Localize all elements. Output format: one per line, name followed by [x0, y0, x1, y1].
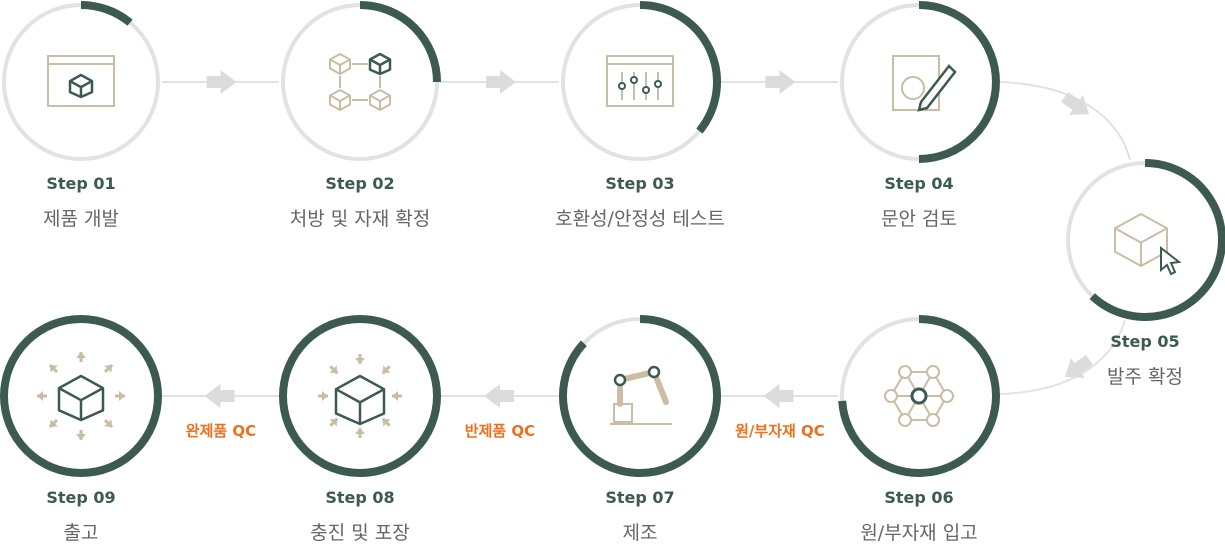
step-label: 제조	[622, 522, 658, 544]
progress-arc	[639, 1, 721, 134]
progress-arc	[559, 315, 721, 477]
qc-label-finished: 완제품 QC	[185, 422, 257, 440]
step-number: Step 03	[605, 174, 675, 193]
progress-arc	[0, 315, 162, 477]
arrow-left-icon	[763, 384, 794, 408]
step-number: Step 02	[325, 174, 395, 193]
molecule-icon	[884, 365, 954, 427]
qc-label-semi-finished: 반제품 QC	[464, 422, 536, 440]
step-number: Step 07	[605, 488, 675, 507]
step-number: Step 08	[325, 488, 395, 507]
step-9-circle	[0, 315, 162, 477]
step-5-circle	[1066, 159, 1225, 321]
progress-arc	[359, 1, 441, 83]
qc-label-materials: 원/부자재 QC	[735, 422, 825, 440]
step-label: 문안 검토	[881, 208, 957, 230]
robot-arm-icon	[610, 365, 672, 425]
progress-arc	[838, 315, 1000, 477]
step-7-circle	[559, 315, 721, 477]
packing-box-icon	[318, 354, 402, 438]
step-label: 제품 개발	[43, 208, 119, 230]
document-pen-icon	[892, 55, 957, 112]
shipping-box-icon	[37, 352, 125, 440]
step-8-circle	[279, 315, 441, 477]
arrow-left-icon	[484, 384, 514, 408]
step-6-circle	[838, 315, 1000, 477]
progress-arc	[918, 1, 1000, 163]
progress-arc	[80, 1, 133, 26]
slider-window-icon	[606, 55, 674, 107]
step-number: Step 04	[884, 174, 954, 193]
step-3-circle	[561, 1, 721, 161]
arrow-right-icon	[765, 70, 796, 94]
browser-box-icon	[47, 55, 115, 107]
step-label: 출고	[63, 522, 99, 544]
arrow-right-icon	[206, 70, 237, 94]
progress-arc	[1089, 159, 1225, 321]
step-2-circle	[281, 1, 441, 161]
arrow-right-icon	[486, 70, 516, 94]
step-4-circle	[840, 1, 1000, 163]
step-number: Step 05	[1110, 332, 1180, 351]
step-label: 발주 확정	[1107, 366, 1183, 388]
arrow-down-right-icon	[1061, 92, 1090, 115]
arrow-left-icon	[204, 384, 235, 408]
network-boxes-icon	[329, 52, 392, 111]
step-label: 원/부자재 입고	[860, 522, 978, 544]
step-label: 호환성/안정성 테스트	[555, 208, 725, 230]
box-cursor-icon	[1114, 213, 1182, 276]
step-number: Step 06	[884, 488, 954, 507]
step-label: 충진 및 포장	[310, 522, 410, 544]
progress-arc	[279, 315, 441, 477]
connector-curve	[999, 81, 1131, 161]
step-label: 처방 및 자재 확정	[289, 208, 431, 230]
progress-track	[2, 3, 160, 161]
step-number: Step 09	[46, 488, 116, 507]
arrow-down-left-icon	[1064, 355, 1093, 378]
step-number: Step 01	[46, 174, 116, 193]
step-1-circle	[2, 1, 160, 161]
